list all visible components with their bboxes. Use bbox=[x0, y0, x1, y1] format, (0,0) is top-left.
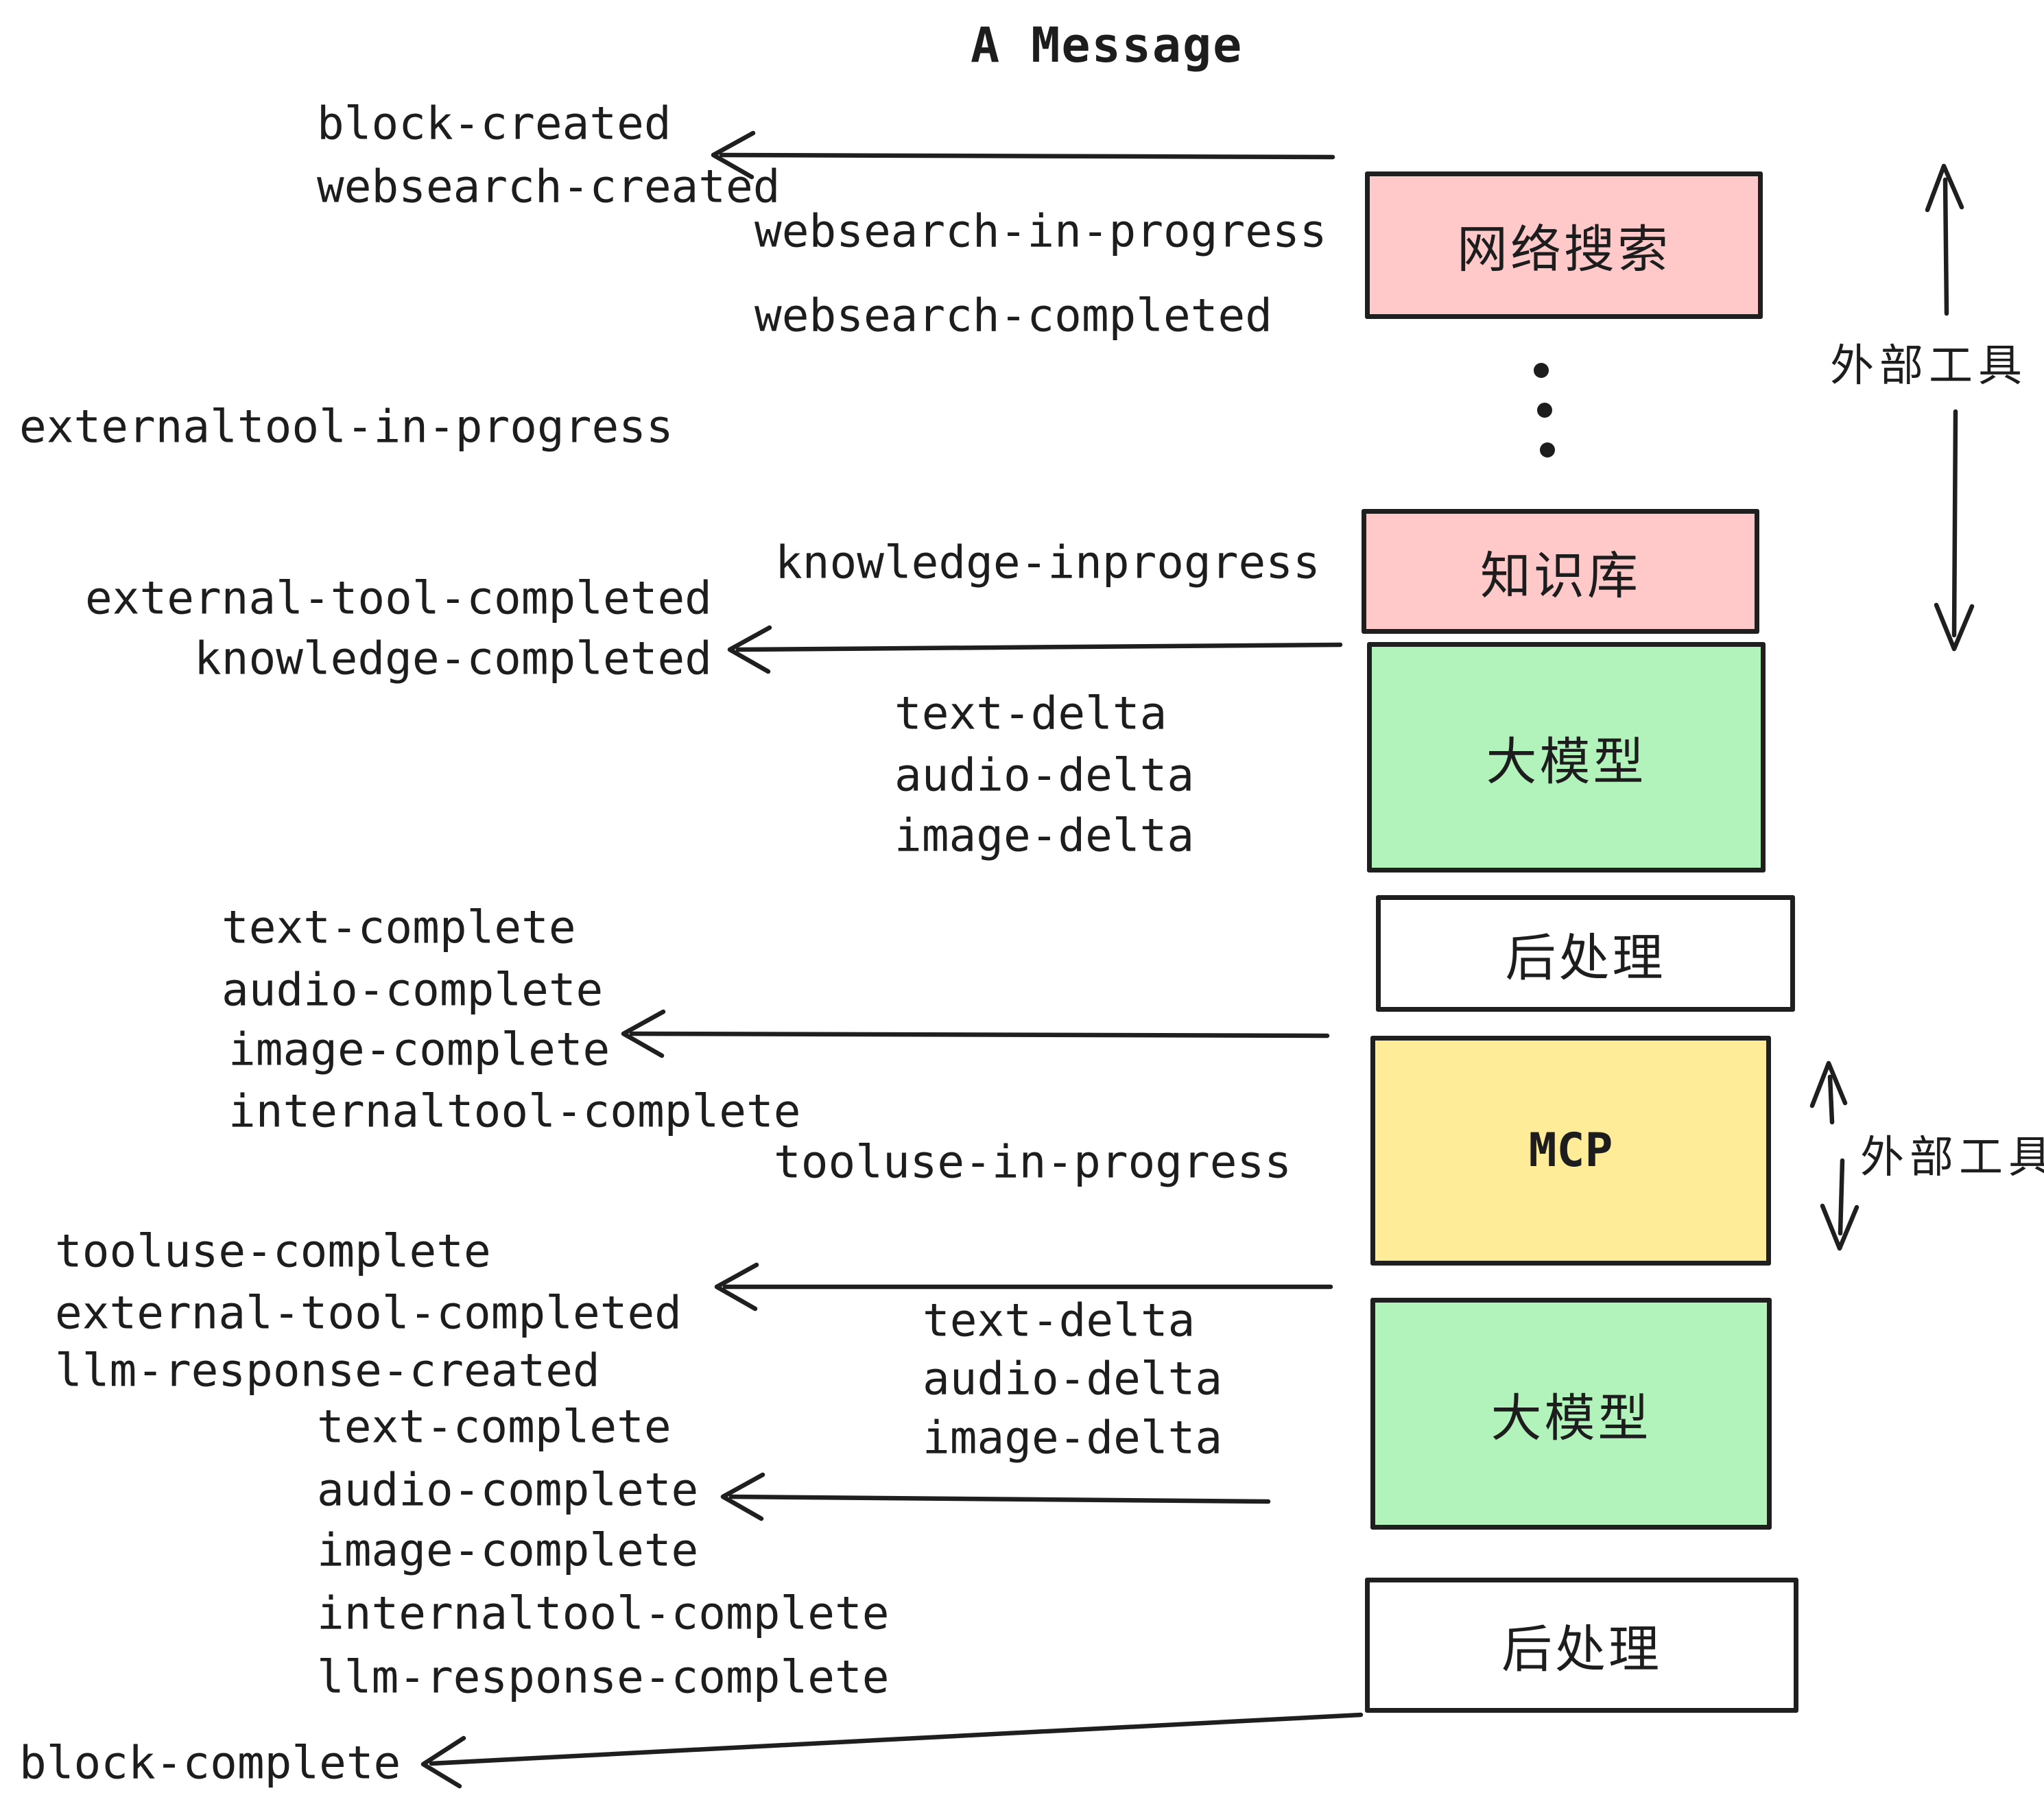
external-tools-top-up-arrow bbox=[1925, 163, 1964, 316]
diagram-title: A Message bbox=[971, 17, 1244, 73]
box-llm-2-label: 大模型 bbox=[1490, 1388, 1652, 1448]
event-text-delta-1: text-delta bbox=[894, 687, 1167, 740]
arrow-knowledge-completed bbox=[727, 625, 1343, 674]
box-mcp-label: MCP bbox=[1528, 1124, 1613, 1178]
box-llm-1: 大模型 bbox=[1367, 642, 1766, 873]
event-block-created: block-created bbox=[317, 97, 672, 150]
event-image-complete-1: image-complete bbox=[228, 1023, 610, 1076]
event-audio-complete-1: audio-complete bbox=[222, 963, 604, 1017]
box-knowledge-label: 知识库 bbox=[1480, 546, 1641, 606]
arrow-llm-complete bbox=[720, 1472, 1271, 1521]
event-tooluse-in-progress: tooluse-in-progress bbox=[774, 1135, 1292, 1189]
event-internaltool-complete-2: internaltool-complete bbox=[317, 1587, 890, 1640]
event-tooluse-complete: tooluse-complete bbox=[55, 1224, 491, 1278]
arrow-block-complete bbox=[420, 1712, 1364, 1789]
event-image-complete-2: image-complete bbox=[317, 1523, 699, 1577]
event-image-delta-1: image-delta bbox=[894, 809, 1195, 862]
event-external-tool-completed-2: external-tool-completed bbox=[55, 1286, 682, 1340]
event-audio-delta-2: audio-delta bbox=[923, 1352, 1223, 1405]
box-mcp: MCP bbox=[1370, 1036, 1771, 1266]
event-external-tool-completed: external-tool-completed bbox=[85, 571, 712, 625]
event-llm-response-created: llm-response-created bbox=[55, 1344, 600, 1397]
event-knowledge-completed: knowledge-completed bbox=[194, 632, 712, 685]
event-audio-delta-1: audio-delta bbox=[894, 748, 1195, 802]
event-image-delta-2: image-delta bbox=[923, 1411, 1223, 1464]
event-text-complete-2: text-complete bbox=[317, 1400, 672, 1453]
box-websearch: 网络搜索 bbox=[1365, 171, 1763, 319]
annotation-external-tools-top: 外部工具 bbox=[1830, 341, 2028, 392]
box-post-2-label: 后处理 bbox=[1501, 1620, 1662, 1679]
event-websearch-in-progress: websearch-in-progress bbox=[754, 204, 1327, 258]
event-llm-response-complete: llm-response-complete bbox=[317, 1650, 890, 1704]
external-tools-top-down-arrow bbox=[1934, 409, 1975, 652]
event-text-delta-2: text-delta bbox=[923, 1294, 1196, 1347]
box-post-2: 后处理 bbox=[1365, 1578, 1798, 1713]
box-websearch-label: 网络搜索 bbox=[1457, 220, 1671, 279]
box-llm-2: 大模型 bbox=[1370, 1298, 1772, 1530]
event-externaltool-in-progress: externaltool-in-progress bbox=[19, 400, 674, 453]
arrow-websearch-created bbox=[711, 130, 1335, 180]
event-websearch-completed: websearch-completed bbox=[754, 289, 1272, 342]
box-post-1-label: 后处理 bbox=[1505, 928, 1666, 988]
box-llm-1-label: 大模型 bbox=[1486, 732, 1647, 792]
box-post-1: 后处理 bbox=[1376, 895, 1795, 1012]
ellipsis-dots bbox=[1534, 363, 1555, 458]
arrow-internal-complete bbox=[621, 1009, 1330, 1058]
event-internaltool-complete-1: internaltool-complete bbox=[228, 1084, 801, 1138]
box-knowledge: 知识库 bbox=[1362, 509, 1759, 634]
event-text-complete-1: text-complete bbox=[222, 901, 576, 954]
annotation-external-tools-bottom: 外部工具 bbox=[1860, 1132, 2044, 1183]
external-tools-bottom-up-arrow bbox=[1809, 1060, 1848, 1125]
event-websearch-created: websearch-created bbox=[317, 160, 781, 213]
event-block-complete: block-complete bbox=[19, 1736, 401, 1790]
external-tools-bottom-down-arrow bbox=[1820, 1158, 1859, 1251]
event-audio-complete-2: audio-complete bbox=[317, 1463, 699, 1517]
event-knowledge-inprogress: knowledge-inprogress bbox=[775, 536, 1320, 589]
